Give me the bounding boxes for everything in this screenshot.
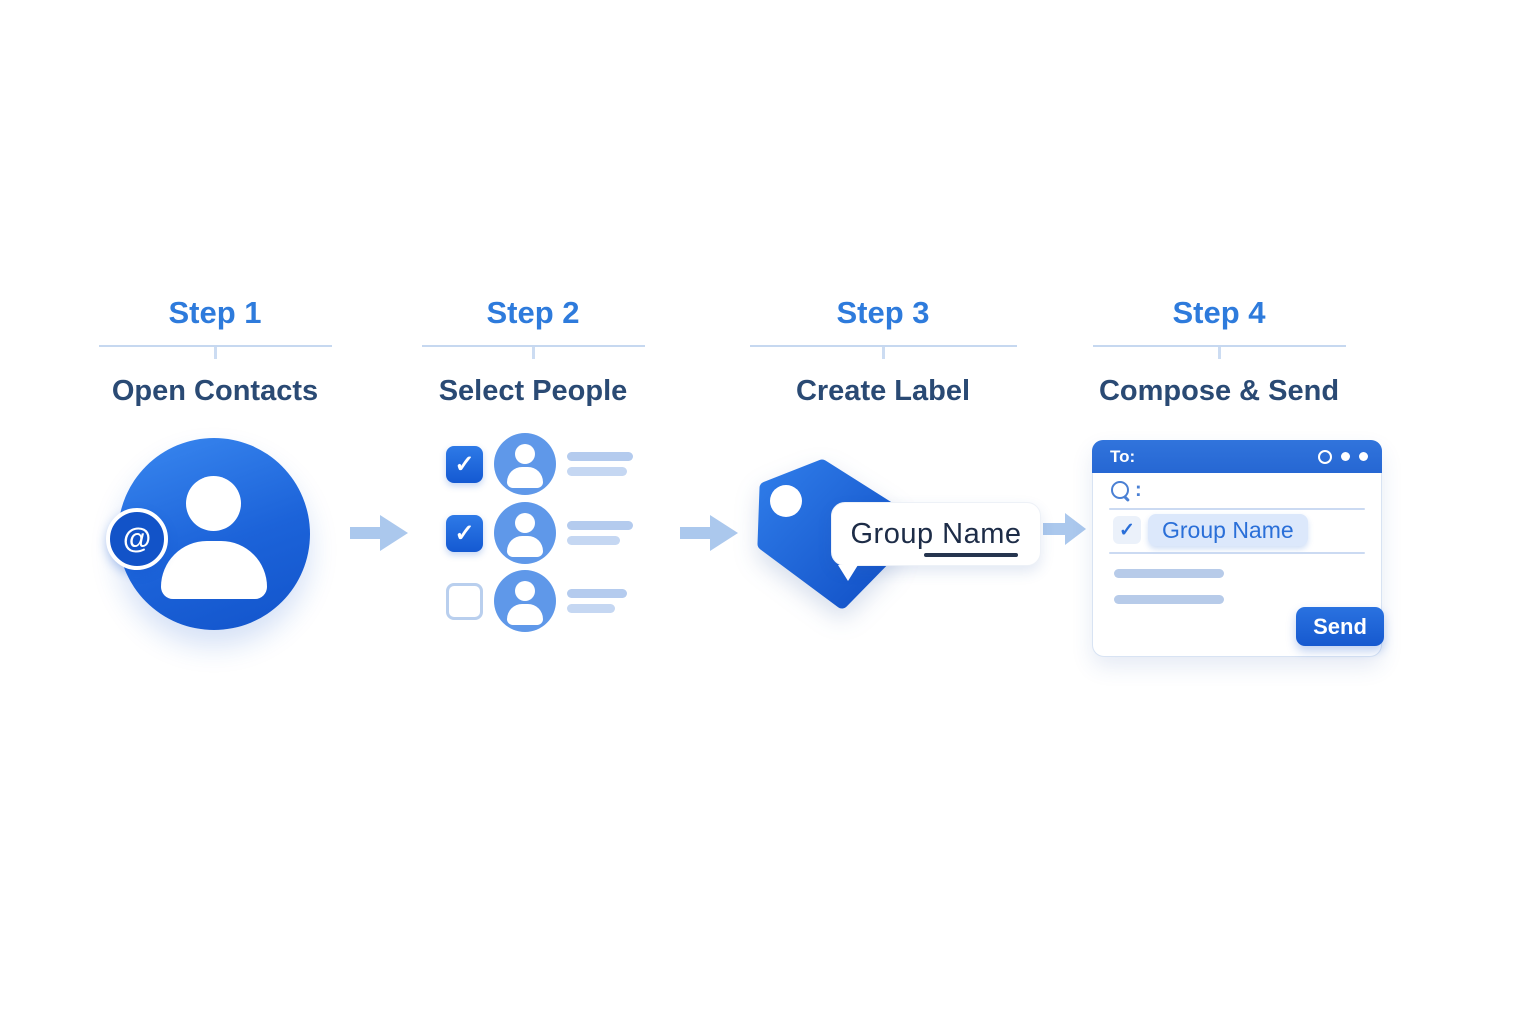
person-head-icon	[515, 581, 535, 601]
search-cursor: :	[1135, 479, 1142, 501]
send-button[interactable]: Send	[1296, 607, 1384, 646]
step-3-title: Create Label	[795, 375, 971, 407]
step-1-rule	[98, 345, 332, 359]
contact-row	[446, 570, 627, 632]
person-head-icon	[186, 476, 241, 531]
person-body-icon	[507, 467, 543, 488]
contacts-icon[interactable]: @	[106, 438, 310, 630]
person-body-icon	[507, 536, 543, 557]
placeholder-line	[567, 452, 633, 461]
body-text-placeholder	[1114, 595, 1224, 604]
rule-tick	[882, 347, 885, 359]
step-4-header: Step 4 Compose & Send	[1069, 295, 1369, 408]
step-1-label: Step 1	[168, 295, 262, 330]
window-control-dot-icon[interactable]	[1341, 452, 1350, 461]
compose-window: To: : ✓ Group Name Send	[1092, 440, 1384, 657]
arrow-right-icon	[680, 515, 738, 551]
contact-text-placeholder	[567, 589, 627, 613]
rule-tick	[1218, 347, 1221, 359]
placeholder-line	[567, 604, 615, 613]
tag-hole	[770, 485, 802, 517]
checkmark-icon: ✓	[1119, 519, 1135, 541]
person-body-icon	[161, 541, 267, 599]
window-controls	[1318, 449, 1368, 464]
contact-text-placeholder	[567, 452, 633, 476]
step-2-rule	[421, 345, 645, 359]
arrow-right-icon	[350, 515, 408, 551]
contact-checkbox-1[interactable]: ✓	[446, 445, 483, 483]
step-4-rule	[1092, 345, 1346, 359]
input-underline	[924, 553, 1018, 557]
search-icon	[1111, 481, 1129, 499]
arrow-right-icon	[1043, 513, 1086, 545]
step-3-label: Step 3	[836, 295, 930, 330]
step-4-title: Compose & Send	[1098, 375, 1340, 407]
divider	[1109, 552, 1365, 554]
contact-avatar	[494, 433, 556, 495]
to-field-label: To:	[1110, 446, 1136, 466]
contact-checkbox-2[interactable]: ✓	[446, 514, 483, 552]
placeholder-line	[567, 536, 620, 545]
chip-checkmark[interactable]: ✓	[1113, 516, 1141, 544]
placeholder-line	[567, 589, 627, 598]
step-2-header: Step 2 Select People	[383, 295, 683, 408]
step-3-header: Step 3 Create Label	[733, 295, 1033, 408]
step-4-label: Step 4	[1172, 295, 1266, 330]
step-1-title: Open Contacts	[111, 375, 319, 407]
placeholder-line	[567, 521, 633, 530]
checkmark-icon: ✓	[454, 519, 475, 547]
window-control-dot-icon[interactable]	[1359, 452, 1368, 461]
rule-tick	[214, 347, 217, 359]
placeholder-line	[567, 467, 627, 476]
contact-text-placeholder	[567, 521, 633, 545]
person-head-icon	[515, 513, 535, 533]
step-2-title: Select People	[438, 375, 628, 407]
step-3-rule	[749, 345, 1017, 359]
contact-row: ✓	[446, 502, 633, 564]
at-symbol: @	[122, 522, 152, 555]
checkmark-icon: ✓	[454, 450, 475, 478]
contact-row: ✓	[446, 433, 633, 495]
person-head-icon	[515, 444, 535, 464]
divider	[1109, 508, 1365, 510]
contact-avatar	[494, 570, 556, 632]
rule-tick	[532, 347, 535, 359]
group-name-input[interactable]: Group Name	[831, 502, 1041, 581]
compose-titlebar: To:	[1092, 440, 1382, 473]
body-text-placeholder	[1114, 569, 1224, 578]
group-name-chip[interactable]: Group Name	[1148, 514, 1308, 546]
chip-label: Group Name	[1162, 516, 1294, 543]
window-control-ring-icon[interactable]	[1318, 449, 1332, 464]
card-tail	[838, 565, 858, 581]
contact-avatar	[494, 502, 556, 564]
step-2-label: Step 2	[486, 295, 580, 330]
step-1-header: Step 1 Open Contacts	[65, 295, 365, 408]
recipient-search-field[interactable]: :	[1111, 479, 1142, 501]
at-badge-icon: @	[106, 508, 168, 570]
contact-checkbox-3[interactable]	[446, 582, 483, 620]
person-body-icon	[507, 604, 543, 625]
send-button-label: Send	[1313, 613, 1367, 639]
group-name-value: Group Name	[850, 517, 1022, 550]
